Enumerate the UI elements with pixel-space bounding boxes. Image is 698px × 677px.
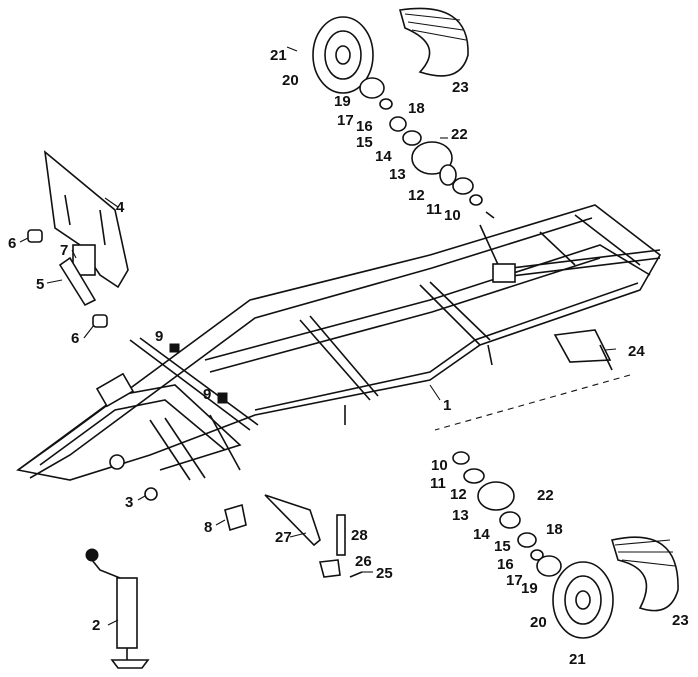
- callout-15a: 15: [356, 134, 373, 151]
- callout-13b: 13: [452, 507, 469, 524]
- callout-9a: 9: [155, 328, 163, 345]
- callout-labels: 1 2 3 4 5 6 6 7 8 9 9 10 10 11 11 12 12 …: [8, 47, 689, 668]
- callout-26: 26: [355, 553, 372, 570]
- callout-20b: 20: [530, 614, 547, 631]
- trailer-frame: [16, 204, 662, 481]
- callout-13a: 13: [389, 166, 406, 183]
- callout-11a: 11: [426, 201, 442, 218]
- callout-4: 4: [116, 199, 125, 216]
- callout-2: 2: [92, 617, 100, 634]
- callout-8: 8: [204, 519, 212, 536]
- jack-assembly: [85, 548, 150, 669]
- callout-22a: 22: [451, 126, 468, 143]
- callout-9b: 9: [203, 386, 211, 403]
- callout-28: 28: [351, 527, 368, 544]
- callout-3: 3: [125, 494, 133, 511]
- callout-21b: 21: [569, 651, 586, 668]
- callout-10a: 10: [444, 207, 461, 224]
- fender-assembly: [27, 150, 129, 328]
- callout-21a: 21: [270, 47, 287, 64]
- callout-15b: 15: [494, 538, 511, 555]
- callout-22b: 22: [537, 487, 554, 504]
- callout-10b: 10: [431, 457, 448, 474]
- callout-19a: 19: [334, 93, 351, 110]
- callout-25: 25: [376, 565, 393, 582]
- callout-24: 24: [628, 343, 645, 360]
- callout-17b: 17: [506, 572, 523, 589]
- callout-17a: 17: [337, 112, 354, 129]
- callout-16b: 16: [497, 556, 514, 573]
- callout-5: 5: [36, 276, 44, 293]
- callout-7: 7: [60, 242, 68, 259]
- callout-6a: 6: [8, 235, 16, 252]
- lower-wheel-assembly: [452, 451, 679, 639]
- callout-16a: 16: [356, 118, 373, 135]
- callout-19b: 19: [521, 580, 538, 597]
- callout-23b: 23: [672, 612, 689, 629]
- upper-wheel-assembly: [312, 7, 495, 219]
- callout-12a: 12: [408, 187, 425, 204]
- callout-18a: 18: [408, 100, 425, 117]
- leader-lines: [19, 46, 617, 626]
- callout-12b: 12: [450, 486, 467, 503]
- axle-reference-line: [434, 374, 631, 431]
- callout-11b: 11: [430, 475, 446, 492]
- callout-1: 1: [443, 397, 451, 414]
- small-parts: [144, 343, 363, 578]
- callout-14a: 14: [375, 148, 392, 165]
- callout-20a: 20: [282, 72, 299, 89]
- callout-6b: 6: [71, 330, 79, 347]
- callout-27: 27: [275, 529, 292, 546]
- callout-18b: 18: [546, 521, 563, 538]
- callout-14b: 14: [473, 526, 490, 543]
- callout-23a: 23: [452, 79, 469, 96]
